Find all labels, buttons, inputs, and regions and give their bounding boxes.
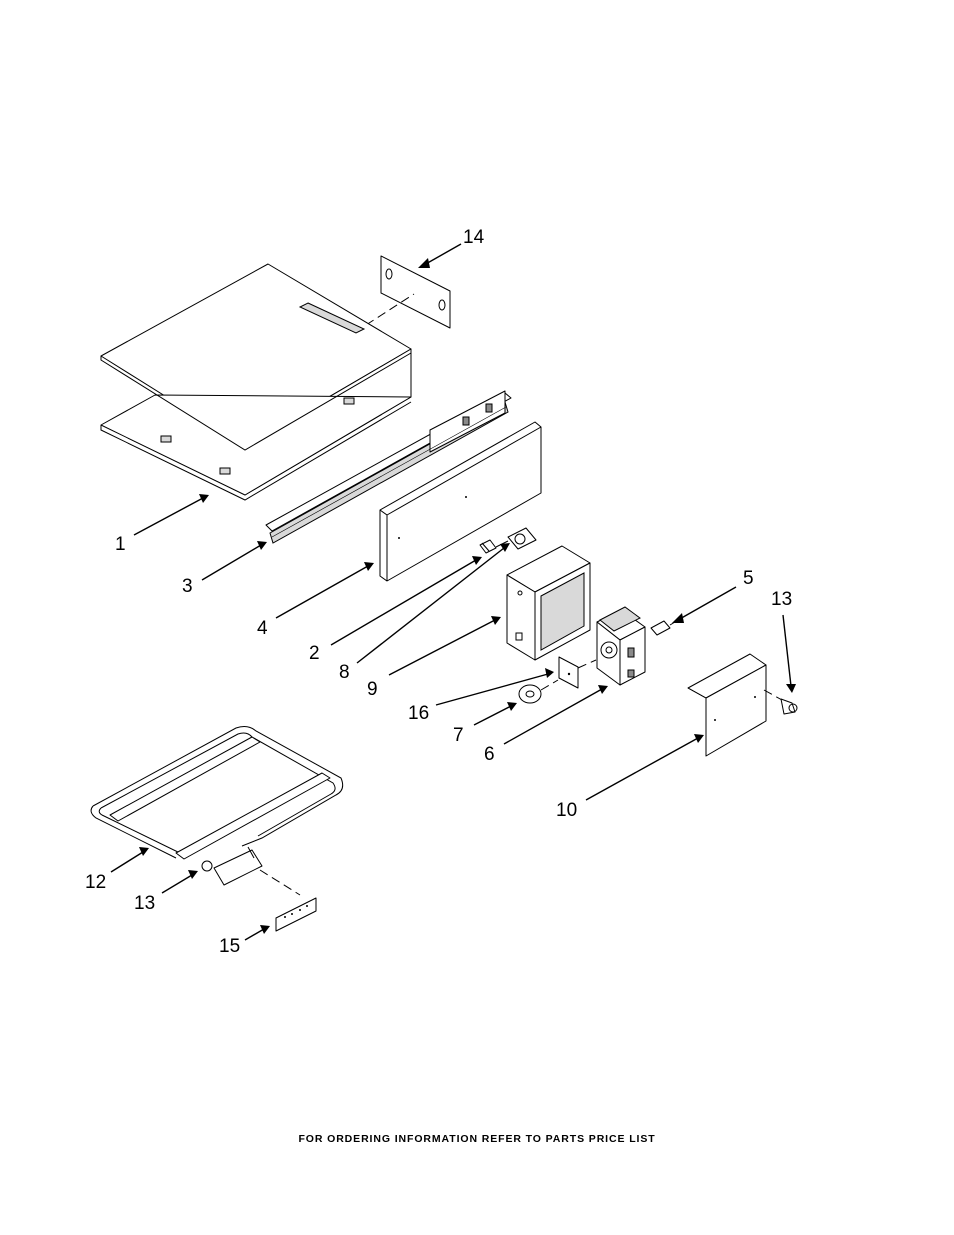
arrow-16	[545, 668, 554, 678]
footer-note: FOR ORDERING INFORMATION REFER TO PARTS …	[298, 1133, 656, 1145]
callout-leaders	[110, 243, 796, 941]
leader-5	[677, 586, 737, 621]
leader-13b	[161, 874, 193, 894]
callout-4: 4	[257, 618, 268, 639]
callout-8: 8	[339, 662, 350, 683]
leader-6	[503, 688, 603, 745]
arrow-13b	[188, 870, 198, 879]
part-1-top-cover	[100, 263, 412, 501]
part-13-screw-right	[780, 698, 798, 715]
callout-3: 3	[182, 576, 193, 597]
callout-1: 1	[115, 534, 126, 555]
arrow-1	[199, 494, 209, 503]
arrow-2	[472, 556, 482, 565]
arrow-6	[598, 685, 608, 694]
part-2-connector	[479, 539, 497, 554]
leader-7	[473, 705, 512, 726]
leader-9	[388, 619, 496, 676]
arrow-10	[694, 734, 704, 743]
leader-3	[201, 544, 262, 581]
part-12-element	[90, 726, 344, 886]
leader-16	[435, 673, 549, 706]
leader-13a	[782, 614, 792, 687]
part-9-housing	[506, 545, 591, 661]
leader-10	[585, 737, 699, 801]
leader-15	[244, 928, 265, 941]
callout-12: 12	[85, 872, 107, 893]
part-7-knob	[518, 679, 559, 704]
callout-2: 2	[309, 643, 320, 664]
leader-14	[423, 243, 462, 266]
callout-7: 7	[453, 725, 464, 746]
arrow-7	[507, 702, 517, 711]
arrow-8	[500, 543, 510, 552]
callout-15: 15	[219, 936, 241, 957]
leader-4	[275, 565, 369, 619]
arrow-14	[418, 258, 430, 268]
leader-8	[356, 547, 505, 664]
part-3-slide-rail	[265, 390, 512, 544]
callout-5: 5	[743, 568, 754, 589]
part-15-terminal-block	[259, 869, 317, 932]
part-5-screw	[650, 620, 676, 636]
callout-9: 9	[367, 679, 378, 700]
part-16-plate	[558, 656, 597, 689]
part-4-side-panel	[379, 421, 542, 582]
arrow-12	[139, 847, 149, 856]
callout-13-left: 13	[134, 893, 156, 914]
arrow-4	[364, 562, 374, 571]
callout-14: 14	[463, 227, 485, 248]
callout-13-right: 13	[771, 589, 793, 610]
callout-6: 6	[484, 744, 495, 765]
arrow-15	[260, 925, 270, 934]
arrow-13a	[786, 684, 796, 693]
leader-12	[110, 851, 144, 873]
callout-16: 16	[408, 703, 430, 724]
part-10-cover	[687, 653, 783, 757]
arrow-5	[672, 613, 684, 623]
leader-2	[330, 559, 477, 646]
arrow-9	[491, 616, 501, 625]
leader-1	[133, 497, 204, 536]
part-6-controller	[596, 606, 646, 686]
callout-10: 10	[556, 800, 578, 821]
arrow-3	[257, 541, 267, 550]
part-14-bracket	[365, 255, 451, 329]
